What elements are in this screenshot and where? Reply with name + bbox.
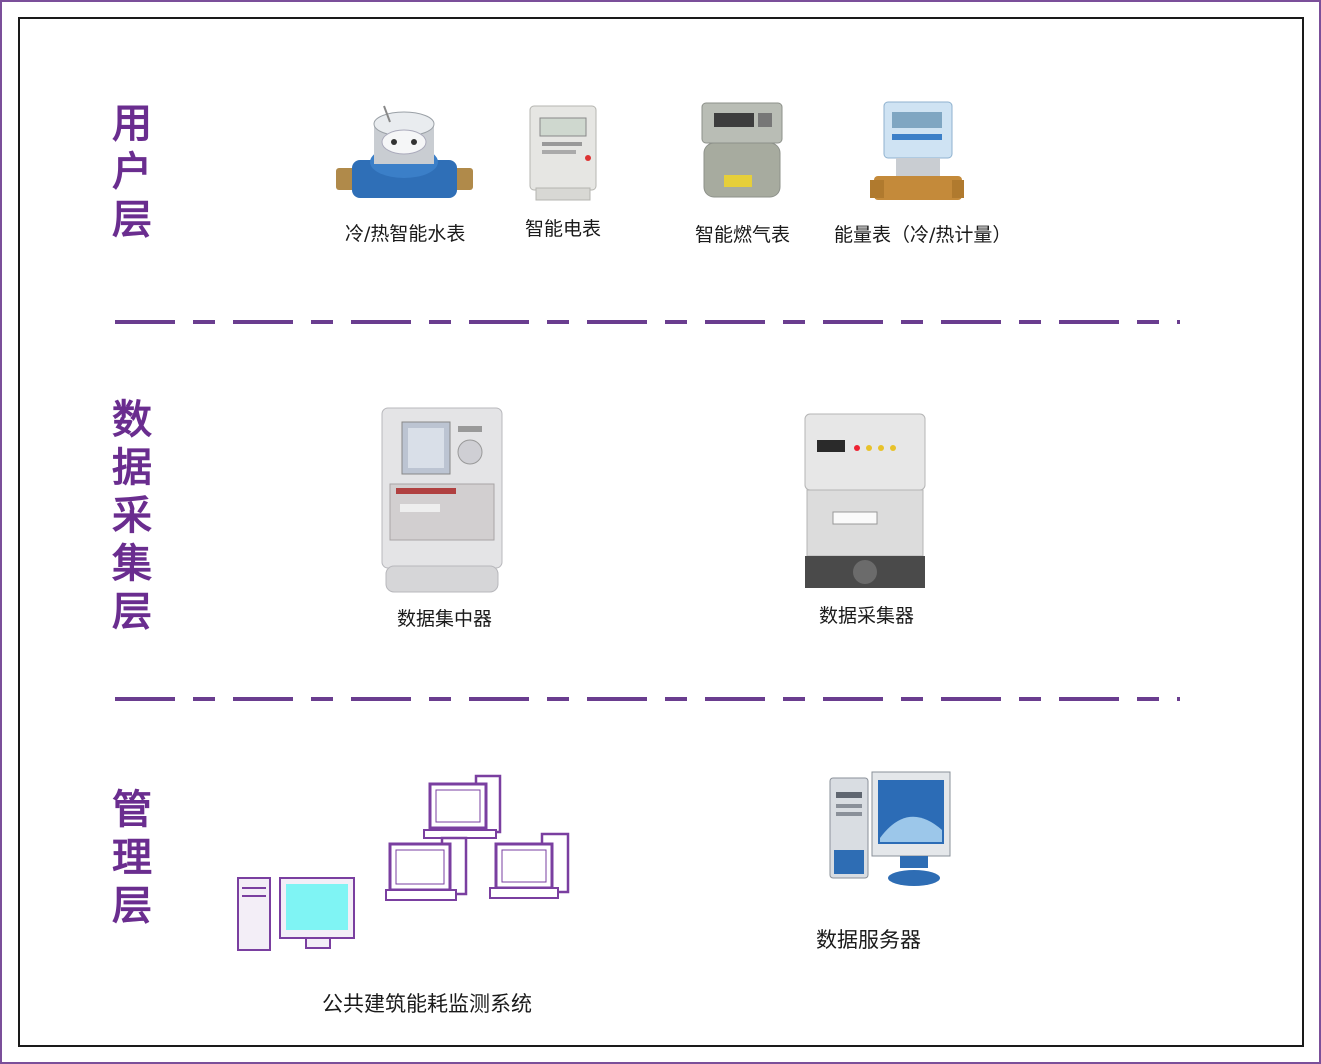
data-collector-caption: 数据采集器 xyxy=(819,605,915,627)
energy-meter-caption: 能量表（冷/热计量） xyxy=(834,224,1012,246)
management-layer-label: 管 理 层 xyxy=(112,786,152,929)
data-server-caption: 数据服务器 xyxy=(816,928,921,952)
user-layer-label: 用 户 层 xyxy=(112,100,152,243)
data-collector-icon xyxy=(804,413,926,588)
electric-meter-icon xyxy=(529,105,597,201)
data-server-icon xyxy=(829,771,951,886)
gas-meter-icon xyxy=(701,102,783,198)
divider-user-data xyxy=(115,320,1180,324)
water-meter-caption: 冷/热智能水表 xyxy=(345,223,466,245)
monitoring-system-caption: 公共建筑能耗监测系统 xyxy=(322,992,532,1016)
electric-meter-caption: 智能电表 xyxy=(525,218,602,240)
monitoring-system-computers-icon xyxy=(237,774,570,951)
water-meter-icon xyxy=(336,105,473,198)
gas-meter-caption: 智能燃气表 xyxy=(695,224,791,246)
inner-frame xyxy=(18,17,1304,1047)
data-concentrator-caption: 数据集中器 xyxy=(397,608,493,630)
divider-data-mgmt xyxy=(115,697,1180,701)
energy-meter-icon xyxy=(870,101,964,200)
data-collection-layer-label: 数 据 采 集 层 xyxy=(112,396,152,635)
data-concentrator-icon xyxy=(381,407,503,593)
